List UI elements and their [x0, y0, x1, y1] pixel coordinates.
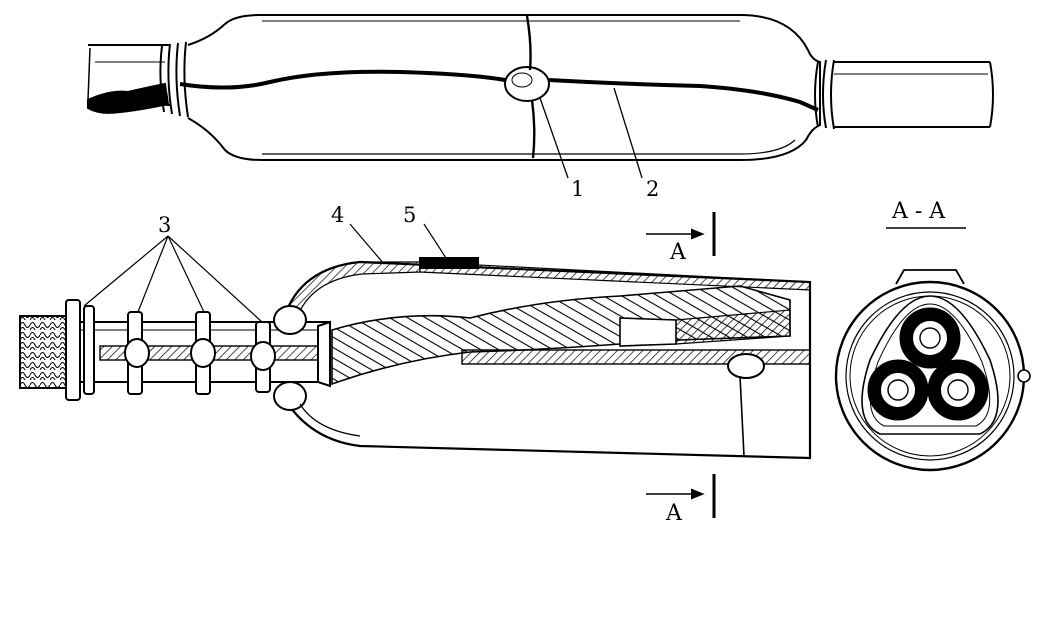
leaders-3	[83, 235, 263, 323]
right-band	[814, 59, 835, 130]
core-top	[899, 307, 961, 369]
leader-4	[349, 223, 385, 265]
sleeve-seam	[525, 15, 536, 159]
right-cable	[834, 61, 994, 128]
leader-1	[539, 97, 569, 179]
section-title: A - A	[891, 199, 946, 224]
callout-3: 3	[158, 213, 171, 237]
leader-2	[613, 87, 643, 179]
section-marker-bottom: A	[665, 501, 683, 526]
cross-section	[834, 269, 1031, 472]
leader-5	[423, 223, 447, 259]
grounding-wire	[179, 69, 819, 112]
callout-2: 2	[646, 177, 659, 201]
left-band	[159, 41, 189, 118]
callout-4: 4	[331, 203, 344, 227]
sleeve-body	[187, 14, 821, 161]
top-view-joint	[87, 14, 994, 179]
core-left	[867, 359, 929, 421]
callout-5: 5	[403, 203, 416, 227]
sleeve-plate	[419, 257, 479, 269]
callout-1: 1	[571, 177, 584, 201]
section-marker-top: A	[669, 240, 687, 265]
left-cable	[87, 44, 171, 114]
cutaway-view	[19, 212, 812, 518]
solder-joint	[504, 66, 550, 102]
section-markers	[646, 212, 716, 518]
core-right	[927, 359, 989, 421]
